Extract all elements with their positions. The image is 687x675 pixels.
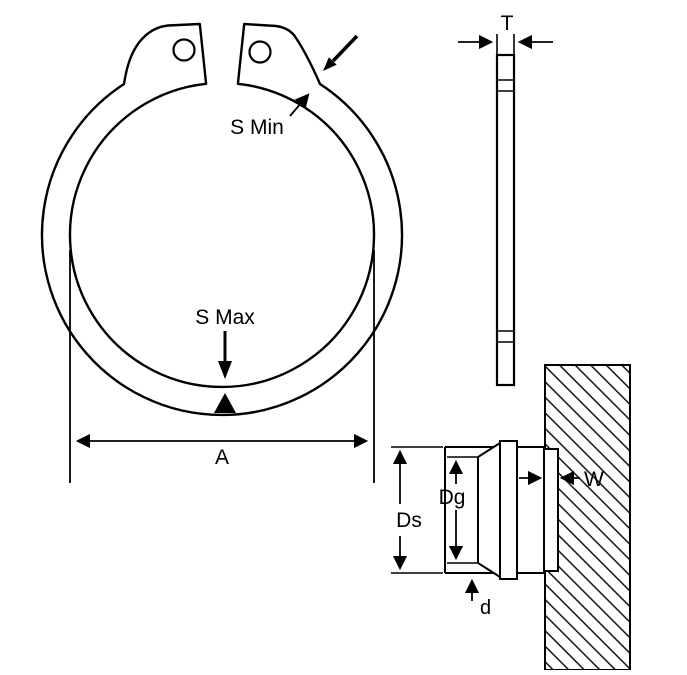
s-min-label: S Min: [230, 116, 284, 139]
housing-block-hatch: [544, 364, 631, 671]
ds-label: Ds: [396, 509, 422, 532]
lug-hole-right-icon: [248, 40, 272, 64]
section-view-group: Ds Dg W d: [391, 364, 631, 671]
s-min-leader-line: [289, 93, 310, 117]
w-label: W: [584, 468, 604, 491]
edge-view-group: T: [458, 12, 553, 387]
s-max-label: S Max: [195, 306, 255, 329]
ring-section-taper: [477, 441, 501, 579]
d-label: d: [480, 597, 491, 619]
a-label: A: [215, 446, 229, 469]
lug-hole-left-icon: [172, 38, 196, 62]
ring-outline: [40, 22, 404, 417]
s-max-arrowhead-icon: [218, 361, 232, 379]
dg-label: Dg: [439, 486, 466, 509]
ring-edge-rect: [495, 53, 516, 387]
front-view-group: S Min S Max A: [40, 22, 404, 483]
t-label: T: [501, 12, 514, 35]
s-max-caret-icon: [214, 393, 236, 413]
ring-edge-pointer-arrowhead-icon: [323, 57, 337, 71]
ring-edge-pointer-arrow: [331, 34, 359, 63]
groove-slot: [543, 448, 559, 572]
ring-section-strip: [499, 440, 518, 580]
